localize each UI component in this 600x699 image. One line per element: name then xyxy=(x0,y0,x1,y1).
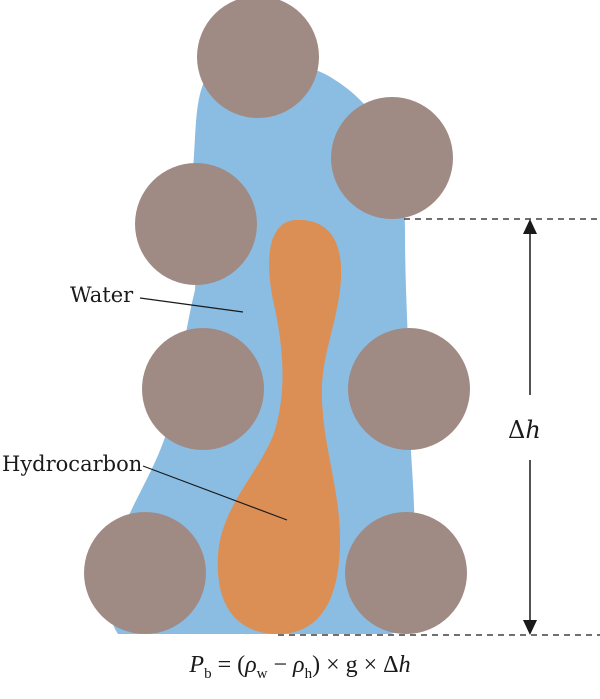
delta-h-variable: h xyxy=(525,416,540,444)
delta-symbol: Δ xyxy=(508,416,525,444)
grain-middle-left xyxy=(142,328,264,450)
formula-rho-hydrocarbon: ρ xyxy=(293,652,305,678)
hydrocarbon-blob xyxy=(217,219,342,635)
buoyancy-pressure-formula: Pb = (ρw − ρh) × g × Δh xyxy=(0,652,600,683)
formula-rho-water-sub: w xyxy=(256,665,268,682)
water-region xyxy=(108,63,415,635)
formula-p-sub: b xyxy=(204,665,212,682)
grain-middle-right xyxy=(348,328,470,450)
grain-top xyxy=(197,0,319,118)
hydrocarbon-label: Hydrocarbon xyxy=(2,452,142,476)
grain-bottom-right xyxy=(345,512,467,634)
formula-p: P xyxy=(189,652,205,678)
formula-rho-water: ρ xyxy=(245,652,257,678)
formula-h: h xyxy=(398,652,411,678)
formula-rho-hydrocarbon-sub: h xyxy=(304,665,313,682)
formula-close-times: ) × g × Δ xyxy=(312,652,399,678)
arrowhead-down-icon xyxy=(523,620,537,635)
hydrocarbon-leader-line xyxy=(142,465,288,521)
grain-upper-left xyxy=(135,163,257,285)
delta-h-label: Δh xyxy=(508,416,541,444)
water-leader-line xyxy=(139,297,244,313)
formula-minus: − xyxy=(267,652,294,678)
water-label: Water xyxy=(70,283,134,307)
arrowhead-up-icon xyxy=(523,219,537,234)
formula-eq-open: = ( xyxy=(211,652,246,678)
grain-bottom-left xyxy=(84,512,206,634)
grain-upper-right xyxy=(331,97,453,219)
